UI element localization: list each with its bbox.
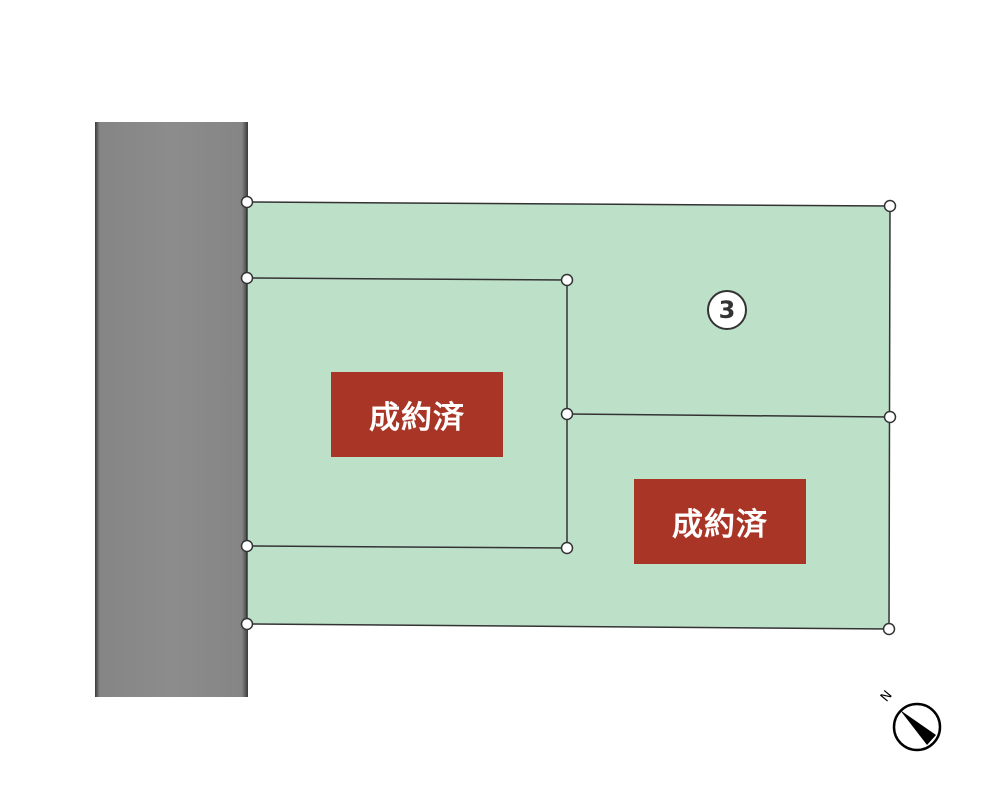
boundary-markers: [240, 195, 897, 636]
road: [95, 122, 248, 697]
lot-divider: [566, 413, 891, 418]
lot-number-3: 3: [707, 290, 747, 330]
compass-icon: [892, 702, 942, 752]
sold-badge-lot-2: 成約済: [634, 479, 806, 564]
sold-badge-lot-1: 成約済: [331, 372, 503, 457]
